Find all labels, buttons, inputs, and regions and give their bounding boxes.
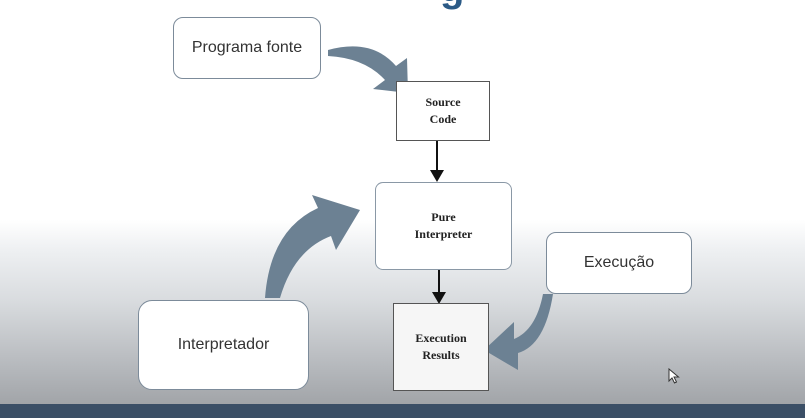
box-source-code-label: Source Code — [425, 95, 461, 126]
callout-interpreter: Interpretador — [138, 300, 309, 390]
box-execution-results-label: Execution Results — [415, 331, 467, 362]
flow-arrow-interpreter-to-results — [432, 270, 446, 304]
callout-interpreter-label: Interpretador — [177, 336, 270, 353]
box-pure-interpreter: Pure Interpreter — [375, 182, 512, 270]
flow-arrow-source-to-interpreter — [430, 141, 444, 182]
mouse-pointer-icon — [668, 368, 680, 384]
box-execution-results: Execution Results — [393, 303, 489, 391]
box-pure-interpreter-label: Pure Interpreter — [414, 210, 473, 241]
callout-execution-label: Execução — [583, 254, 655, 271]
callout-source-label: Programa fonte — [191, 39, 303, 56]
callout-arrow-source — [328, 46, 408, 93]
title-fragment: g — [440, 0, 480, 8]
callout-execution: Execução — [546, 232, 692, 294]
callout-arrow-interpreter — [265, 195, 360, 298]
callout-source-program: Programa fonte — [173, 17, 321, 79]
callout-arrow-execution — [484, 294, 553, 370]
box-source-code: Source Code — [396, 81, 490, 141]
bottom-bar — [0, 404, 805, 418]
